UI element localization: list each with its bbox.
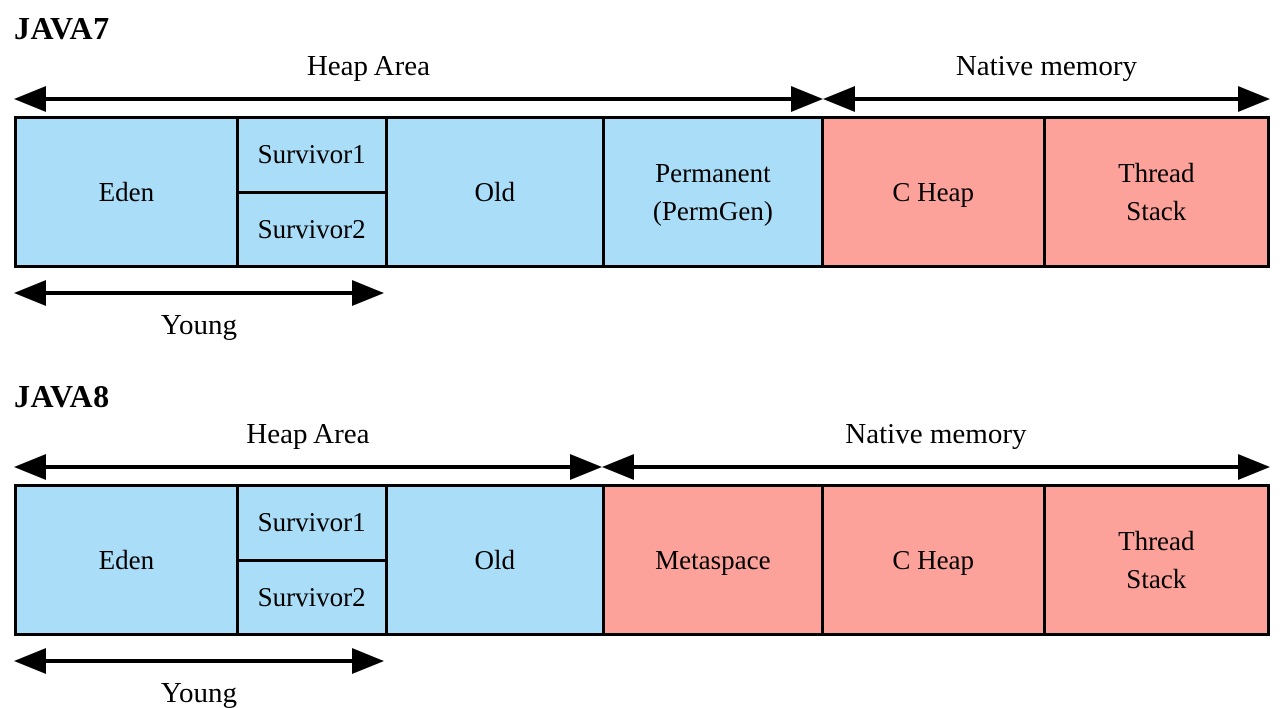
old-box: Old (384, 119, 602, 265)
survivor2-box: Survivor2 (257, 213, 366, 244)
java8-heap-area-zone: Heap Area (14, 416, 602, 480)
heap-area-arrow (14, 454, 602, 480)
c-heap-box: C Heap (820, 487, 1043, 633)
survivor2-box: Survivor2 (257, 581, 366, 612)
metaspace-box: Metaspace (602, 487, 821, 633)
thread-stack-box: Thread Stack (1042, 119, 1267, 265)
arrow-line (19, 659, 379, 663)
arrowhead-right-icon (351, 648, 384, 674)
java7-title: JAVA7 (14, 10, 110, 46)
heap-area-arrow (14, 86, 823, 112)
java8-title: JAVA8 (14, 378, 110, 414)
java8-memory-boxes: Eden Survivor1 Survivor2 Old Metaspace C… (14, 484, 1270, 636)
native-memory-label: Native memory (845, 418, 1027, 450)
old-box: Old (384, 487, 602, 633)
native-memory-label: Native memory (955, 50, 1138, 82)
java8-section: JAVA8 Heap Area Native memory Eden Survi… (14, 376, 1270, 708)
survivor-column: Survivor1 Survivor2 (235, 119, 385, 265)
survivor1-box: Survivor1 (238, 487, 385, 562)
eden-box: Eden (17, 119, 236, 265)
eden-box: Eden (17, 487, 236, 633)
java8-region-arrows: Heap Area Native memory (14, 416, 1270, 480)
java7-memory-boxes: Eden Survivor1 Survivor2 Old Permanent (… (14, 116, 1270, 268)
arrow-line (827, 97, 1265, 101)
java8-native-memory-zone: Native memory (601, 416, 1270, 480)
java7-heap-area-zone: Heap Area (14, 48, 823, 112)
native-memory-arrow (601, 454, 1270, 480)
arrow-line (19, 291, 379, 295)
arrowhead-right-icon (790, 86, 823, 112)
survivor-column: Survivor1 Survivor2 (235, 487, 385, 633)
survivor1-box: Survivor1 (238, 119, 385, 194)
arrow-line (19, 465, 597, 469)
arrowhead-right-icon (569, 454, 602, 480)
heap-area-label: Heap Area (246, 418, 370, 450)
arrow-line (19, 97, 818, 101)
young-label: Young (160, 309, 237, 341)
thread-stack-box: Thread Stack (1042, 487, 1267, 633)
java7-native-memory-zone: Native memory (822, 48, 1270, 112)
java8-young-zone: Young (14, 648, 384, 708)
permgen-box: Permanent (PermGen) (602, 119, 821, 265)
arrow-line (606, 465, 1265, 469)
young-arrow (14, 280, 384, 306)
java7-region-arrows: Heap Area Native memory (14, 48, 1270, 112)
arrowhead-right-icon (1237, 86, 1270, 112)
native-memory-arrow (822, 86, 1270, 112)
c-heap-box: C Heap (820, 119, 1043, 265)
young-arrow (14, 648, 384, 674)
arrowhead-right-icon (351, 280, 384, 306)
young-label: Young (160, 677, 237, 708)
arrowhead-right-icon (1237, 454, 1270, 480)
java7-young-zone: Young (14, 280, 384, 344)
java7-section: JAVA7 Heap Area Native memory Eden Survi… (14, 8, 1270, 344)
heap-area-label: Heap Area (306, 50, 431, 82)
